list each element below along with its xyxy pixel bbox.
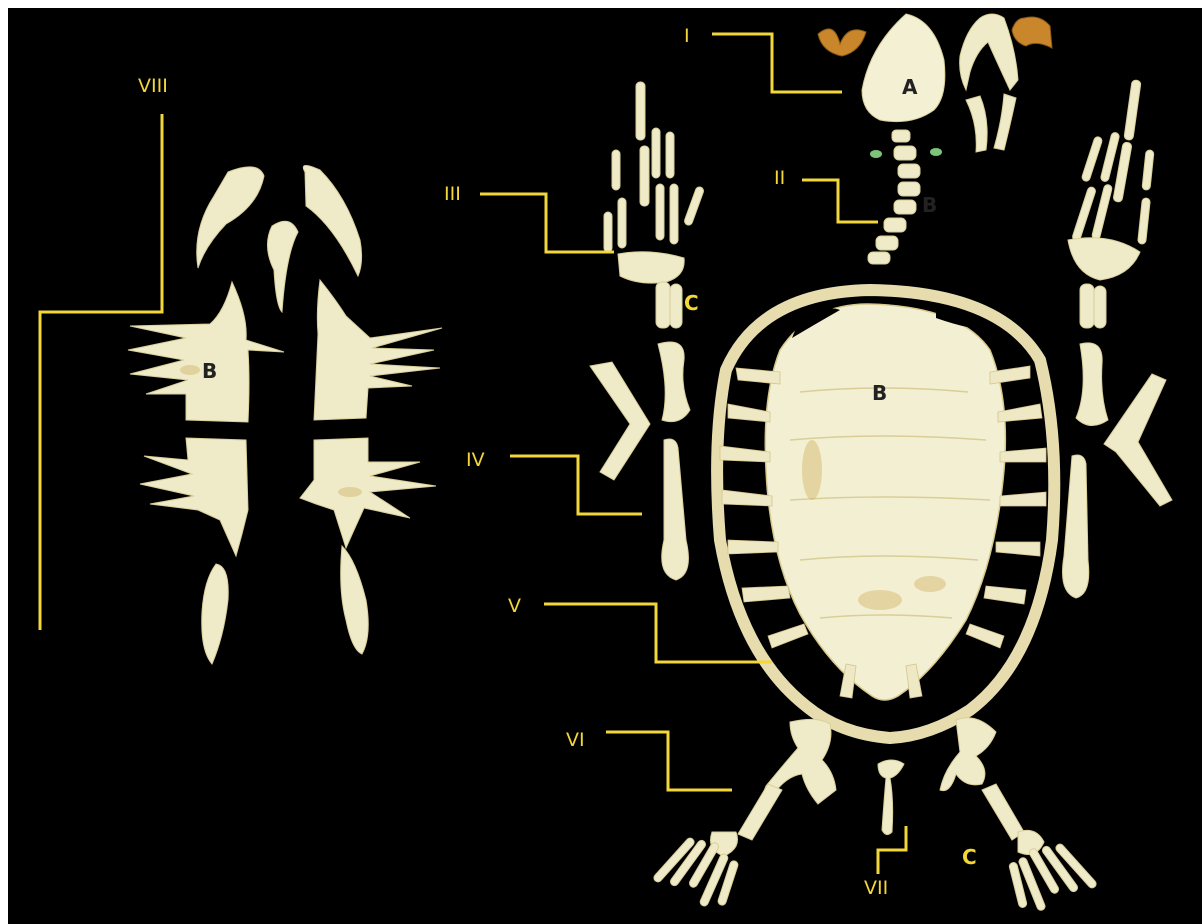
label-skull-a: A [902, 75, 918, 99]
label-neck-b: B [922, 193, 937, 217]
label-vii: VII [864, 877, 888, 899]
label-ii: II [774, 167, 785, 189]
label-iii: III [444, 183, 461, 205]
label-viii: VIII [138, 75, 168, 97]
label-forelimb-c: C [684, 291, 699, 315]
label-v: V [508, 595, 521, 617]
label-iv: IV [466, 449, 485, 471]
label-vi: VI [566, 729, 585, 751]
label-carapace-b: B [872, 381, 887, 405]
label-i: I [684, 25, 690, 47]
label-hindlimb-c: C [962, 845, 977, 869]
label-plastron-b: B [202, 359, 217, 383]
